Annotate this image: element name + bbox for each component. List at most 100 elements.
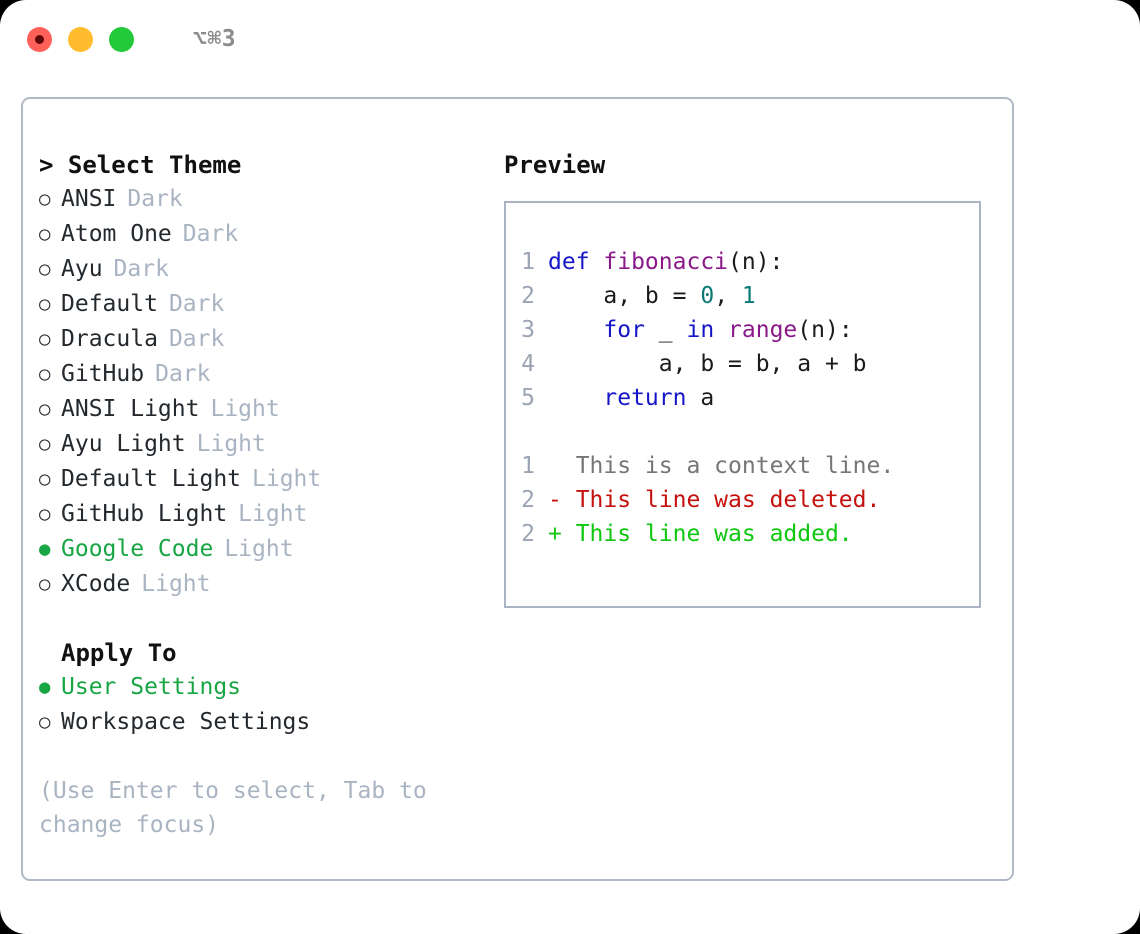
token-kw: for [603, 317, 645, 343]
code-text: a, b = 0, 1 [548, 279, 756, 313]
theme-option-label: Ayu [61, 256, 103, 282]
token-plain: (n): [797, 317, 853, 343]
line-number: 3 [521, 317, 535, 343]
diff-marker [548, 449, 562, 483]
radio-unselected-icon: ○ [39, 468, 51, 490]
theme-variant-tag: Light [141, 571, 211, 597]
line-number: 2 [521, 487, 535, 513]
radio-selected-icon: ● [39, 676, 51, 698]
token-plain [714, 317, 728, 343]
code-spacer [518, 415, 979, 449]
diff-sample: 1 This is a context line. 2- This line wa… [518, 449, 979, 551]
token-kw: def [548, 249, 604, 275]
diff-text: This line was added. [561, 521, 853, 547]
theme-option-label: Default Light [61, 466, 242, 492]
token-kw: in [686, 317, 715, 343]
theme-variant-tag: Dark [127, 186, 183, 212]
theme-option-label: XCode [61, 571, 131, 597]
code-text: def fibonacci(n): [548, 245, 783, 279]
diff-line: 2 + This line was added. [518, 517, 979, 551]
minimize-button[interactable] [68, 26, 93, 52]
code-line: 1 def fibonacci(n): [518, 245, 979, 279]
apply-to-option-workspace-settings[interactable]: ○ Workspace Settings [39, 705, 503, 740]
radio-unselected-icon: ○ [39, 573, 51, 595]
diff-marker: - [548, 487, 562, 513]
diff-text: This is a context line. [561, 453, 895, 479]
theme-variant-tag: Light [210, 396, 280, 422]
theme-option-label: GitHub Light [61, 501, 228, 527]
keyboard-hint-text: (Use Enter to select, Tab to change focu… [39, 778, 427, 838]
theme-option-label: Default [61, 291, 158, 317]
theme-option-label: Google Code [61, 536, 214, 562]
radio-unselected-icon: ○ [39, 258, 51, 280]
theme-variant-tag: Light [238, 501, 308, 527]
theme-option-ayu[interactable]: ○ Ayu Dark [39, 252, 503, 287]
line-number: 2 [521, 521, 535, 547]
code-text: return a [548, 381, 714, 415]
line-number: 1 [521, 249, 535, 275]
token-plain: a [686, 385, 715, 411]
theme-option-google-code[interactable]: ● Google Code Light [39, 532, 503, 567]
theme-option-label: Dracula [61, 326, 158, 352]
apply-to-option-user-settings[interactable]: ● User Settings [39, 670, 503, 705]
token-fn: range [728, 317, 798, 343]
theme-option-default-light[interactable]: ○ Default Light Light [39, 462, 503, 497]
close-button[interactable] [27, 26, 52, 52]
apply-to-option-label: User Settings [61, 674, 242, 700]
line-number: 5 [521, 385, 535, 411]
radio-unselected-icon: ○ [39, 363, 51, 385]
token-num: 1 [741, 283, 756, 309]
token-fn: fibonacci [603, 249, 729, 275]
line-number: 2 [521, 283, 535, 309]
token-plain [548, 317, 603, 343]
theme-option-label: ANSI Light [61, 396, 200, 422]
theme-variant-tag: Light [252, 466, 322, 492]
code-text: a, b = b, a + b [548, 347, 867, 381]
token-kw: return [603, 385, 687, 411]
theme-option-label: ANSI [61, 186, 117, 212]
diff-text: This line was deleted. [561, 487, 881, 513]
apply-to-heading: Apply To [61, 639, 177, 667]
theme-option-label: Atom One [61, 221, 172, 247]
line-number: 4 [521, 351, 535, 377]
theme-variant-tag: Light [224, 536, 294, 562]
select-theme-heading: > Select Theme [39, 151, 242, 179]
diff-line: 2- This line was deleted. [518, 483, 979, 517]
line-number: 1 [521, 453, 535, 479]
token-plain: a, b = b, a + b [548, 351, 867, 377]
apply-to-option-label: Workspace Settings [61, 709, 311, 735]
radio-unselected-icon: ○ [39, 293, 51, 315]
token-plain: (n): [728, 249, 784, 275]
theme-option-xcode[interactable]: ○ XCode Light [39, 567, 503, 602]
theme-variant-tag: Dark [113, 256, 169, 282]
token-num: 0 [700, 283, 715, 309]
code-line: 3 for _ in range(n): [518, 313, 979, 347]
theme-variant-tag: Light [196, 431, 266, 457]
token-plain: , [714, 283, 742, 309]
theme-variant-tag: Dark [182, 221, 239, 247]
apply-to-list[interactable]: ● User Settings ○ Workspace Settings [39, 670, 503, 740]
token-plain [548, 385, 603, 411]
theme-variant-tag: Dark [155, 361, 211, 387]
radio-selected-icon: ● [39, 538, 51, 560]
diff-marker: + [548, 521, 562, 547]
maximize-button[interactable] [109, 26, 134, 52]
code-text: for _ in range(n): [548, 313, 853, 347]
theme-variant-tag: Dark [168, 326, 225, 352]
preview-heading: Preview [504, 151, 606, 179]
radio-unselected-icon: ○ [39, 711, 51, 733]
theme-option-label: Ayu Light [61, 431, 186, 457]
